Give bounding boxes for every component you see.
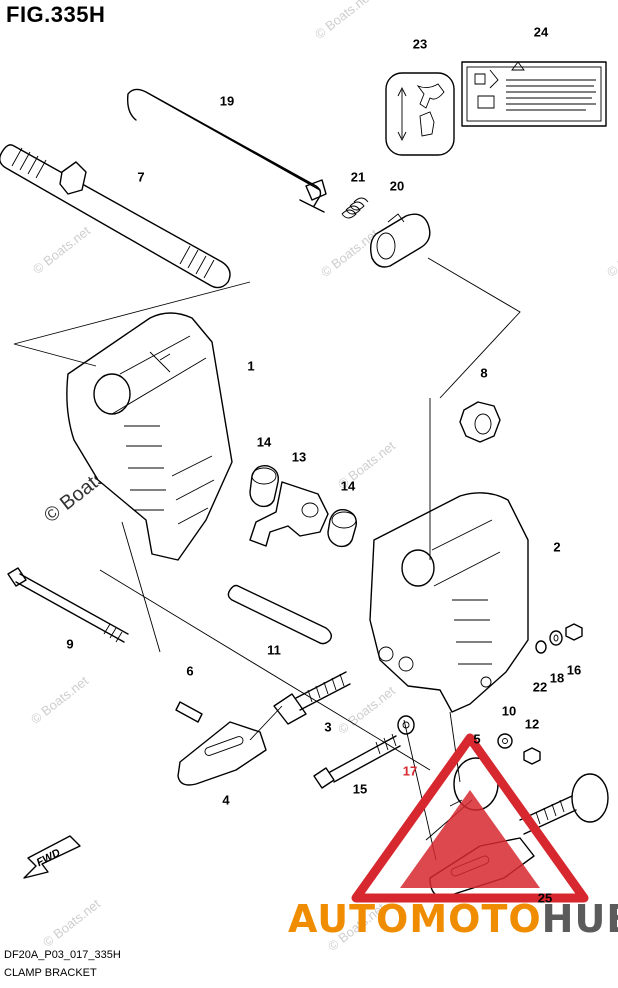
diagram-name: CLAMP BRACKET: [4, 967, 97, 979]
logo-triangle: [351, 733, 589, 903]
part-13-plate: [249, 481, 329, 547]
callout-12: 12: [524, 716, 540, 732]
callout-1: 1: [247, 358, 255, 374]
fwd-arrow: [23, 835, 81, 879]
callout-25: 25: [537, 890, 553, 906]
callout-8: 8: [480, 365, 488, 381]
callout-15: 15: [352, 781, 368, 797]
part-21-spring: [341, 197, 369, 219]
part-9-bolt: [7, 567, 129, 643]
callout-13: 13: [291, 449, 307, 465]
callout-22: 22: [532, 679, 548, 695]
callout-23: 23: [412, 36, 428, 52]
part-4-arm: [177, 721, 267, 786]
part-15-bolt: [313, 733, 401, 789]
diagram-code: DF20A_P03_017_335H: [4, 949, 121, 961]
callout-5: 5: [473, 731, 481, 747]
logo-wordmark: AUTOMOTOHUB: [288, 897, 618, 941]
part-22-washer: [535, 640, 547, 654]
part-1-clamp-bracket: [66, 312, 233, 561]
logo-part2: HUB: [541, 897, 618, 941]
part-17-washer: [397, 715, 415, 735]
callout-21: 21: [350, 169, 366, 185]
part-23-decal: [385, 72, 455, 156]
callout-18: 18: [549, 670, 565, 686]
part-16-nut: [565, 623, 583, 641]
part-7-tube: [0, 144, 231, 289]
part-8-nut: [459, 401, 501, 443]
callout-17: 17: [402, 763, 418, 779]
figure-title: FIG.335H: [6, 2, 106, 27]
callout-3: 3: [324, 719, 332, 735]
callout-20: 20: [389, 178, 405, 194]
callout-11: 11: [267, 642, 281, 658]
part-12-nut: [523, 747, 541, 765]
callout-14b: 14: [340, 478, 356, 494]
part-18-washer: [549, 630, 563, 646]
callout-2: 2: [553, 539, 561, 555]
part-24-label: [461, 61, 607, 127]
logo-part1: AUTOMOTO: [288, 897, 542, 941]
part-14-bushing: [327, 509, 357, 548]
part-14-bushing: [249, 465, 279, 508]
callout-16: 16: [566, 662, 582, 678]
callout-10: 10: [501, 703, 517, 719]
part-11-shaft: [227, 584, 333, 645]
part-6-pin: [175, 701, 203, 723]
part-20-sleeve: [369, 213, 431, 268]
callout-14: 14: [256, 434, 272, 450]
callout-19: 19: [219, 93, 235, 109]
callout-24: 24: [533, 24, 549, 40]
callout-7: 7: [137, 169, 145, 185]
part-19-rod: [126, 88, 327, 213]
part-10-washer: [497, 733, 513, 749]
part-2-clamp-bracket: [369, 492, 529, 713]
callout-4: 4: [222, 792, 230, 808]
callout-9: 9: [66, 636, 74, 652]
assembly-lines: [13, 257, 521, 861]
callout-6: 6: [186, 663, 194, 679]
